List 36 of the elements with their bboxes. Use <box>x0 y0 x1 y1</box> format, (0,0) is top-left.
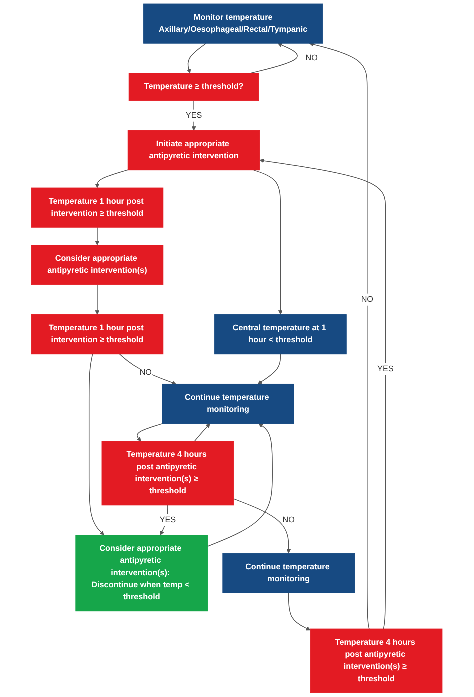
node-box: Initiate appropriate antipyretic intervention <box>128 130 260 171</box>
arrow <box>233 498 292 554</box>
node-box: Temperature 1 hour post intervention ≥ threshold <box>31 314 164 355</box>
arrow <box>95 284 100 315</box>
arrow <box>288 592 311 631</box>
edge-label: NO <box>361 295 374 304</box>
arrow <box>194 424 210 442</box>
node-box: Temperature ≥ threshold? <box>128 73 260 102</box>
arrow <box>309 42 370 630</box>
arrow <box>136 423 164 442</box>
node-box: Consider appropriate antipyretic intervention(s) <box>31 245 164 286</box>
arrow <box>192 100 196 131</box>
node-box: Temperature 1 hour post intervention ≥ threshold <box>31 188 164 228</box>
arrow <box>250 43 298 74</box>
node-box: Continue temperature monitoring <box>162 384 294 424</box>
node-box: Monitor temperature Axillary/Oesophageal/Rectal/Tympanic <box>144 4 324 44</box>
edge-label: NO <box>140 368 152 377</box>
edge-label: YES <box>186 111 202 120</box>
arrow <box>186 43 207 74</box>
arrow <box>119 354 176 385</box>
node-box: Temperature 4 hours post antipyretic intervention(s) ≥ threshold <box>310 628 443 694</box>
node-box: Consider appropriate antipyretic intervention(s): Discontinue when temp < threshold <box>76 535 208 612</box>
edge-label: YES <box>160 516 176 524</box>
node-box: Central temperature at 1 hour < threshold <box>214 314 347 355</box>
edge-label: NO <box>282 516 295 524</box>
edge-label: YES <box>378 364 394 374</box>
arrow <box>260 158 386 630</box>
arrow <box>95 227 100 246</box>
arrow <box>207 424 273 547</box>
arrow <box>258 354 282 384</box>
arrow <box>88 354 104 536</box>
node-box: Temperature 4 hours post antipyretic intervention(s) ≥ threshold <box>102 441 234 506</box>
arrow <box>95 170 129 188</box>
edge-label: NO <box>306 54 318 63</box>
node-box: Continue temperature monitoring <box>222 553 355 594</box>
arrow <box>254 170 283 315</box>
